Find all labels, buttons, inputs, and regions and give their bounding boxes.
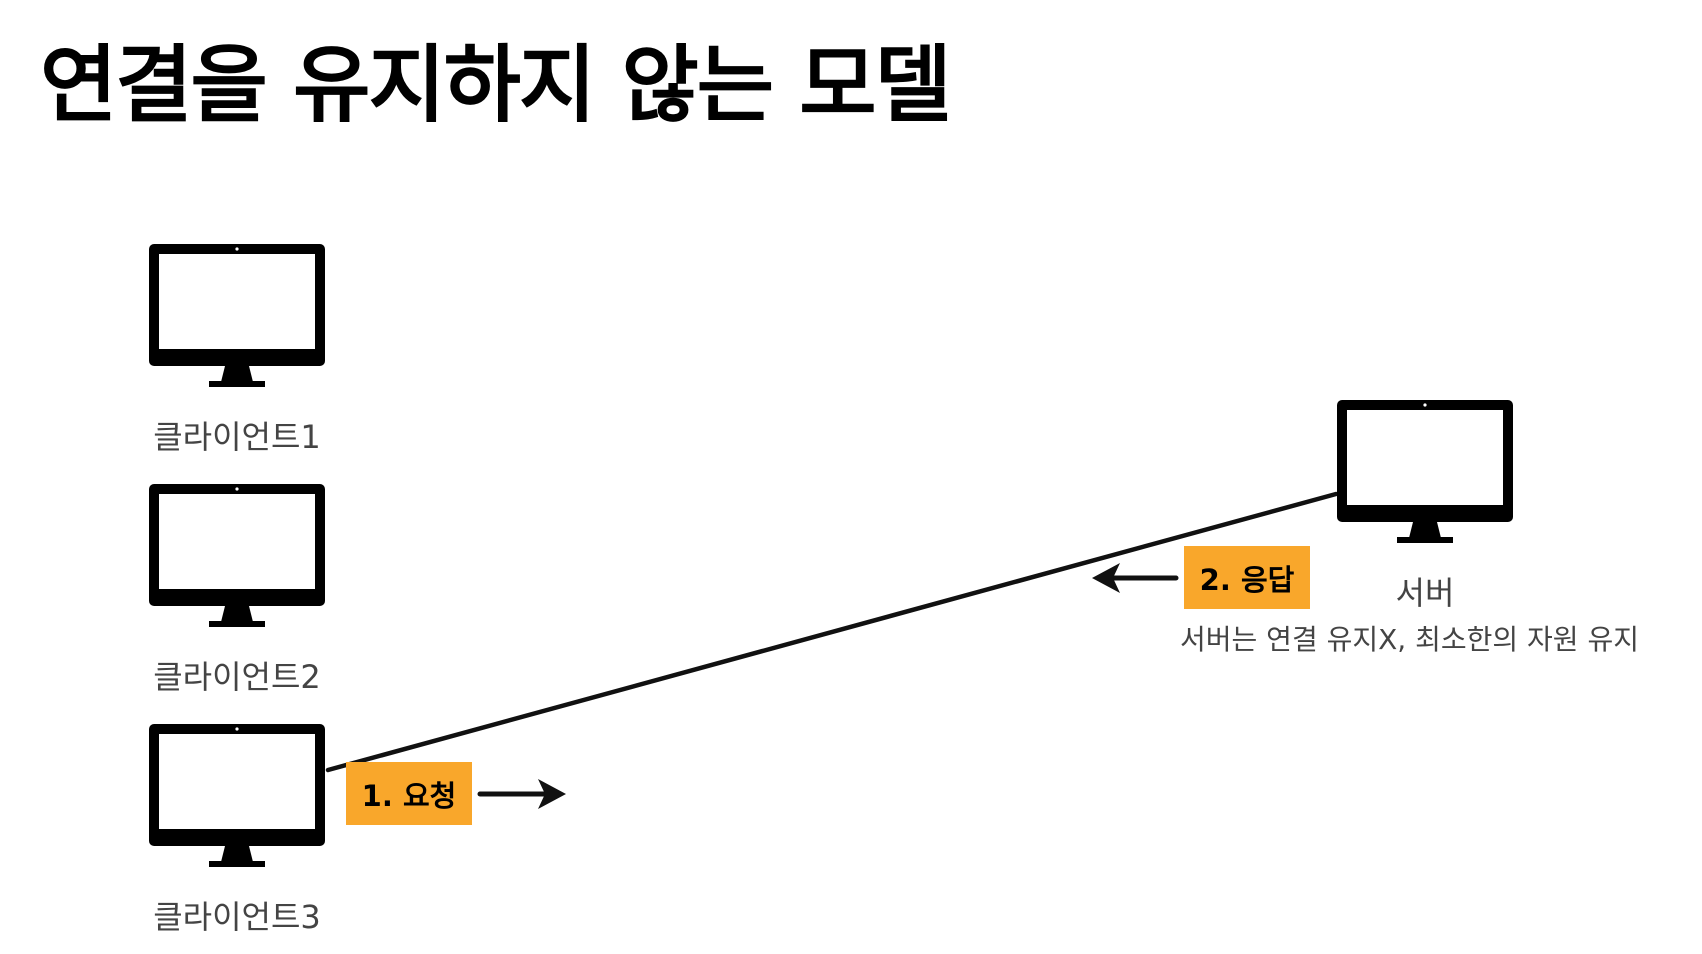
server-label: 서버 bbox=[1395, 574, 1455, 612]
client-3-label: 클라이언트3 bbox=[153, 898, 321, 936]
client-1-monitor-icon bbox=[147, 242, 327, 388]
client-3-monitor-icon bbox=[147, 722, 327, 868]
server-monitor-icon bbox=[1335, 398, 1515, 544]
slide-title: 연결을 유지하지 않는 모델 bbox=[40, 36, 952, 134]
client-1-label: 클라이언트1 bbox=[153, 418, 321, 456]
response-arrow bbox=[1092, 563, 1179, 593]
request-badge: 1. 요청 bbox=[346, 762, 472, 825]
client-2-label: 클라이언트2 bbox=[153, 658, 321, 696]
request-arrow bbox=[477, 779, 566, 809]
response-badge: 2. 응답 bbox=[1184, 546, 1310, 609]
server-note: 서버는 연결 유지X, 최소한의 자원 유지 bbox=[1180, 623, 1639, 656]
client-2-monitor-icon bbox=[147, 482, 327, 628]
